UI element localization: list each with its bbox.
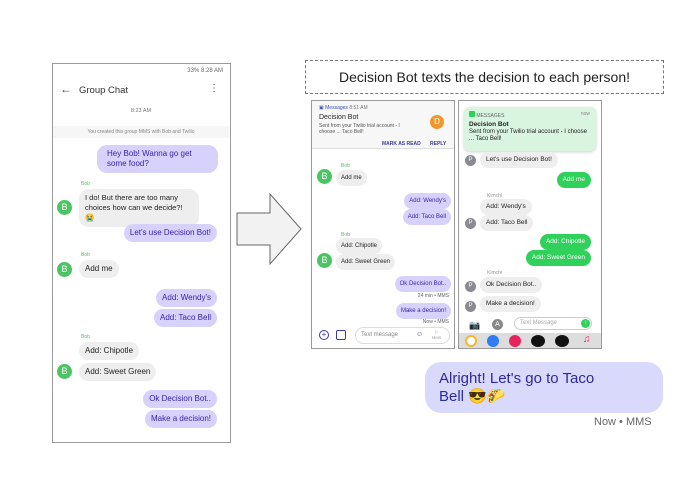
message-sent: Ok Decision Bot.. (143, 390, 217, 408)
heart-app-icon[interactable] (555, 335, 569, 347)
message-sent: Add: Wendy's (404, 193, 451, 209)
message-sent: Make a decision! (144, 410, 217, 428)
notification[interactable]: MESSAGES now Decision Bot Sent from your… (464, 107, 596, 151)
avatar: P (465, 218, 476, 229)
avatar: B (57, 262, 72, 277)
message-received: Let's use Decision Bot! (480, 152, 558, 168)
avatar: B (317, 169, 332, 184)
sender-name: Bob (81, 252, 90, 258)
reply-bubble: Alright! Let's go to Taco Bell 😎🌮 (425, 362, 663, 413)
send-button[interactable]: ▷MMS (432, 329, 442, 340)
android-notification-chat: ▣ Messages 8:51 AM Decision Bot Sent fro… (311, 100, 455, 349)
app-drawer: ♫ (459, 333, 601, 348)
message-sent: Add: Chipotle (539, 234, 591, 250)
message-meta: Now • MMS (422, 319, 449, 325)
app-store-app-icon[interactable] (487, 335, 499, 347)
message-sent: Add: Taco Bell (154, 309, 217, 327)
message-received: Add: Taco Bell (480, 215, 534, 231)
sender-name: Bob (341, 232, 350, 238)
apple-pay-icon[interactable] (531, 335, 545, 347)
message-input[interactable]: Text message ☺ ▷MMS (355, 327, 450, 344)
add-icon[interactable]: + (319, 330, 329, 340)
notification-title: Decision Bot (469, 121, 509, 128)
message-received: Add: Chipotle (336, 238, 383, 254)
avatar: B (57, 200, 72, 215)
reply-button[interactable]: REPLY (430, 141, 447, 147)
sender-name: Bob (81, 181, 90, 187)
message-sent: Add: Taco Bell (402, 209, 451, 225)
message-sent: Hey Bob! Wanna go get some food? (97, 145, 218, 173)
app-store-icon[interactable]: A (492, 319, 503, 330)
music-app-icon[interactable]: ♫ (583, 334, 591, 345)
sender-name: Bob (341, 163, 350, 169)
notification[interactable]: ▣ Messages 8:51 AM Decision Bot Sent fro… (312, 101, 454, 149)
messages-app-icon: ▣ (319, 105, 326, 111)
message-received: I do! But there are too many choices how… (79, 189, 199, 227)
right-arrow-icon (236, 193, 302, 265)
message-input[interactable]: Text Message ↑ (514, 317, 592, 330)
emoji-icon[interactable]: ☺ (416, 331, 424, 338)
message-received: Add me (336, 170, 367, 186)
notification-body: Sent from your Twilio trial account - I … (469, 129, 587, 142)
gallery-icon[interactable] (336, 330, 346, 340)
message-sent: Add: Sweet Green (525, 250, 591, 266)
message-sent: Add: Wendy's (156, 289, 217, 307)
avatar: P (465, 155, 476, 166)
sender-name: Bob (81, 334, 90, 340)
message-received: Add: Sweet Green (79, 363, 157, 381)
system-message: You created this group MMS with Bob and … (53, 126, 229, 138)
message-received: Make a decision! (480, 296, 541, 312)
mark-as-read-button[interactable]: MARK AS READ (382, 141, 421, 147)
avatar: P (465, 281, 476, 292)
message-sent: Ok Decision Bot.. (394, 276, 451, 292)
ios-chat: MESSAGES now Decision Bot Sent from your… (458, 100, 602, 349)
sender-name: Kimchi (487, 270, 503, 276)
more-icon[interactable]: ⋮ (209, 83, 219, 94)
back-icon[interactable]: ← (60, 82, 72, 96)
message-received: Add me (79, 260, 119, 278)
message-received: Ok Decision Bot.. (480, 277, 543, 293)
notification-body: Sent from your Twilio trial account - I … (319, 123, 400, 135)
search-app-icon[interactable] (509, 335, 521, 347)
avatar: P (465, 301, 476, 312)
android-group-chat: 33% 8:28 AM ← Group Chat ⋮ 8:23 AM You c… (52, 63, 231, 443)
avatar: B (57, 364, 72, 379)
notification-title: Decision Bot (319, 114, 359, 121)
camera-icon[interactable]: 📷 (469, 320, 481, 330)
message-received: Add: Sweet Green (336, 254, 396, 270)
message-received: Add: Wendy's (480, 199, 532, 215)
timestamp: 8:23 AM (130, 108, 152, 114)
send-button[interactable]: ↑ (581, 319, 590, 328)
notification-avatar: D (430, 115, 444, 129)
avatar: B (317, 253, 332, 268)
messages-app-icon (469, 111, 475, 117)
reply-meta: Now • MMS (594, 416, 652, 428)
chat-title: Group Chat (79, 85, 129, 96)
status-bar: 33% 8:28 AM (187, 68, 223, 74)
caption-box: Decision Bot texts the decision to each … (305, 60, 664, 94)
message-sent: Let's use Decision Bot! (123, 224, 217, 242)
photos-app-icon[interactable] (465, 335, 477, 347)
sender-name: Kimchi (487, 193, 503, 199)
message-sent: Add me (556, 172, 591, 188)
message-received: Add: Chipotle (79, 342, 140, 360)
message-sent: Make a decision! (395, 303, 451, 319)
message-meta: 24 min • MMS (417, 293, 449, 299)
